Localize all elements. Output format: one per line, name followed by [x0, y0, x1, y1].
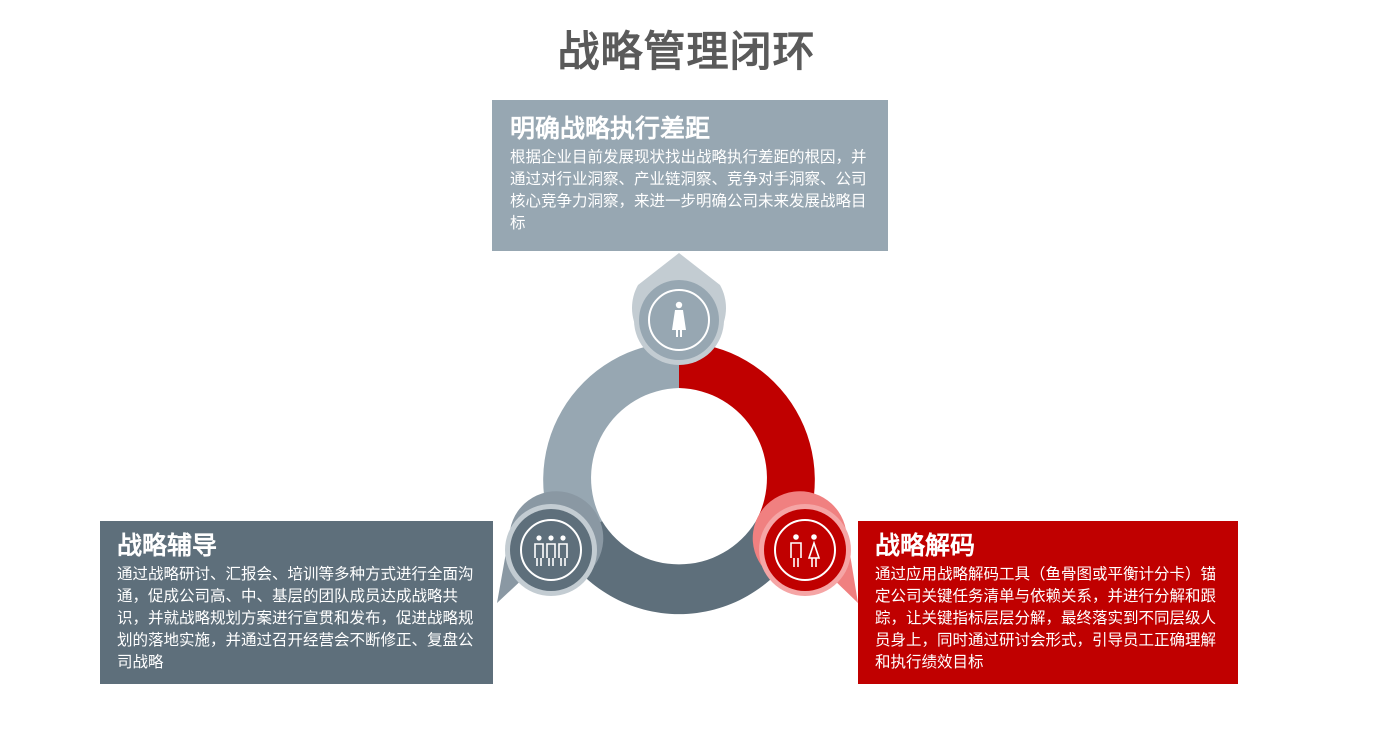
ring-segment-decode — [679, 342, 815, 546]
strategy-coaching-title: 战略辅导 — [117, 531, 218, 560]
group-icon — [534, 535, 568, 566]
gap-analysis-title: 明确战略执行差距 — [510, 114, 711, 143]
ring-segment-coach — [560, 521, 798, 615]
strategy-decoding-text: 通过应用战略解码工具（鱼骨图或平衡计分卡）锚定公司关键任务清单与依赖关系，并进行… — [875, 565, 1217, 671]
two-people-icon — [790, 534, 821, 567]
node-left — [497, 491, 604, 603]
node-right — [752, 491, 858, 603]
strategy-coaching-box: 战略辅导 通过战略研讨、汇报会、培训等多种方式进行全面沟通，促成公司高、中、基层… — [100, 521, 493, 684]
node-top — [632, 253, 726, 365]
page-title: 战略管理闭环 — [557, 27, 816, 76]
strategy-coaching-text: 通过战略研讨、汇报会、培训等多种方式进行全面沟通，促成公司高、中、基层的团队成员… — [117, 565, 474, 671]
person-icon — [672, 301, 686, 337]
strategy-decoding-box: 战略解码 通过应用战略解码工具（鱼骨图或平衡计分卡）锚定公司关键任务清单与依赖关… — [858, 521, 1238, 684]
ring-segment-gap — [543, 342, 679, 546]
gap-analysis-text: 根据企业目前发展现状找出战略执行差距的根因，并通过对行业洞察、产业链洞察、竞争对… — [510, 148, 867, 232]
gap-analysis-box: 明确战略执行差距 根据企业目前发展现状找出战略执行差距的根因，并通过对行业洞察、… — [492, 100, 888, 251]
strategy-decoding-title: 战略解码 — [875, 531, 976, 560]
loop-ring — [543, 342, 815, 615]
